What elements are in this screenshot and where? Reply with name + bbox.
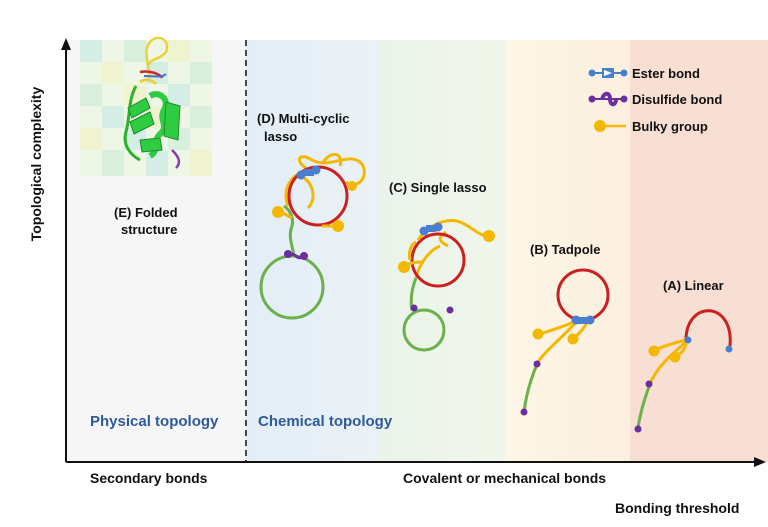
covalent-bonds-label: Covalent or mechanical bonds [403,470,607,486]
secondary-bonds-label: Secondary bonds [90,470,208,486]
y-axis-arrowhead [61,38,71,50]
chemical-topology-label: Chemical topology [258,413,393,430]
label-c: (C) Single lasso [389,180,487,195]
chemical-topology-band-1 [246,40,380,462]
y-axis-label: Topological complexity [28,86,44,242]
legend-ester-label: Ester bond [632,66,700,81]
bulky-group-icon [594,120,626,132]
label-d-line2: lasso [264,129,298,144]
label-a: (A) Linear [663,278,724,293]
label-b: (B) Tadpole [530,242,601,257]
ester-bond-icon [588,68,628,78]
folded-protein-image [80,36,212,176]
chemical-topology-band-2 [380,40,506,462]
label-d-line1: (D) Multi-cyclic [257,111,350,126]
label-e-line2: structure [121,222,178,237]
x-axis-arrowhead [754,457,766,467]
x-axis-label: Bonding threshold [615,500,740,516]
multi-cyclic-lasso-structure [259,153,366,320]
disulfide-bond-icon [588,91,628,107]
single-lasso-structure [398,219,495,352]
legend-bulky-label: Bulky group [632,119,708,134]
legend-disulfide-label: Disulfide bond [632,92,723,107]
physical-topology-label: Physical topology [90,413,219,430]
tadpole-structure [520,268,610,416]
label-e-line1: (E) Folded [114,205,178,220]
chemical-topology-band-4 [630,40,768,462]
linear-structure [634,309,733,433]
